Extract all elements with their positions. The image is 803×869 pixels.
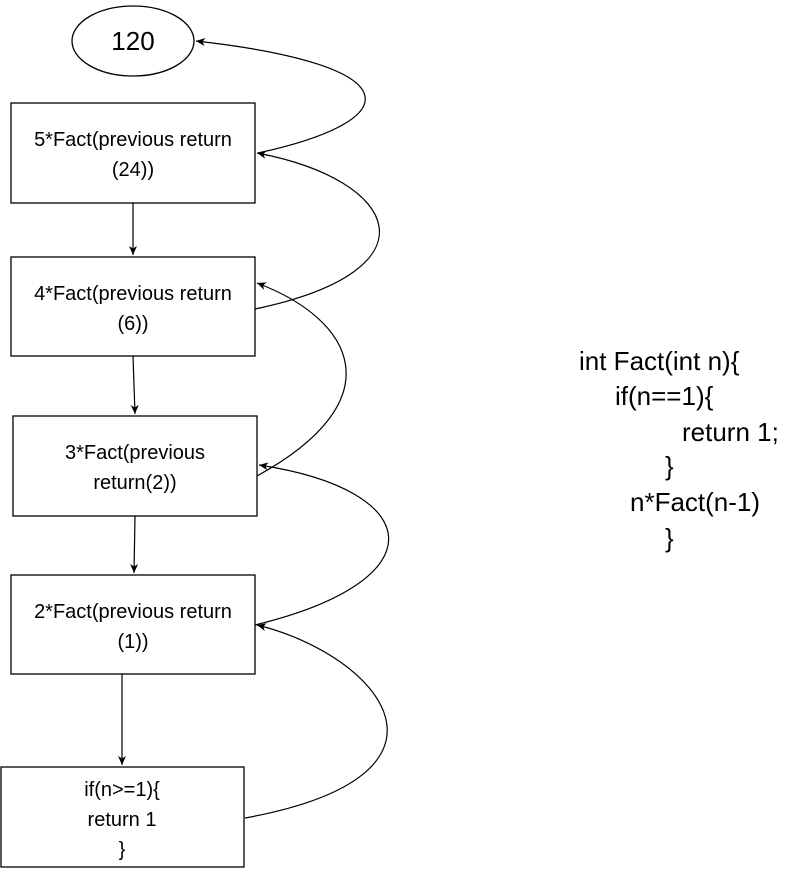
call-box-5: 5*Fact(previous return (24)) — [10, 102, 256, 204]
result-value: 120 — [111, 26, 154, 56]
call-box-3-line-1: 3*Fact(previous — [65, 442, 205, 464]
code-block: int Fact(int n){ if(n==1){ return 1; } n… — [579, 346, 779, 553]
call-box-3: 3*Fact(previous return(2)) — [12, 415, 258, 517]
call-box-2: 2*Fact(previous return (1)) — [10, 574, 256, 675]
code-line-3: return 1; — [682, 417, 779, 447]
return-arrow-4-to-5 — [254, 150, 380, 310]
call-box-4: 4*Fact(previous return (6)) — [10, 256, 256, 357]
return-arrow-base-to-2 — [244, 623, 388, 819]
code-line-1: int Fact(int n){ — [579, 346, 740, 376]
base-case-line-3: } — [119, 839, 126, 861]
call-box-3-line-2: return(2)) — [93, 472, 176, 494]
call-box-4-line-2: (6)) — [117, 313, 148, 335]
call-box-5-line-1: 5*Fact(previous return — [34, 129, 232, 151]
code-line-2: if(n==1){ — [615, 381, 714, 411]
call-box-2-line-1: 2*Fact(previous return — [34, 601, 232, 623]
call-box-5-line-2: (24)) — [112, 159, 154, 181]
base-case-line-2: return 1 — [88, 809, 157, 831]
call-arrow-3-to-2 — [130, 515, 139, 574]
code-line-4: } — [665, 451, 674, 481]
call-box-4-line-1: 4*Fact(previous return — [34, 283, 232, 305]
base-case-line-1: if(n>=1){ — [84, 779, 160, 801]
code-line-6: } — [665, 523, 674, 553]
return-arrow-5-to-result — [195, 38, 366, 154]
result-node: 120 — [71, 5, 195, 77]
code-line-5: n*Fact(n-1) — [630, 487, 760, 517]
call-box-2-line-2: (1)) — [117, 631, 148, 653]
return-arrow-2-to-3 — [254, 462, 390, 626]
return-arrow-3-to-4 — [256, 282, 347, 477]
base-case-box: if(n>=1){ return 1 } — [0, 766, 245, 868]
call-arrow-4-to-3 — [130, 355, 139, 415]
